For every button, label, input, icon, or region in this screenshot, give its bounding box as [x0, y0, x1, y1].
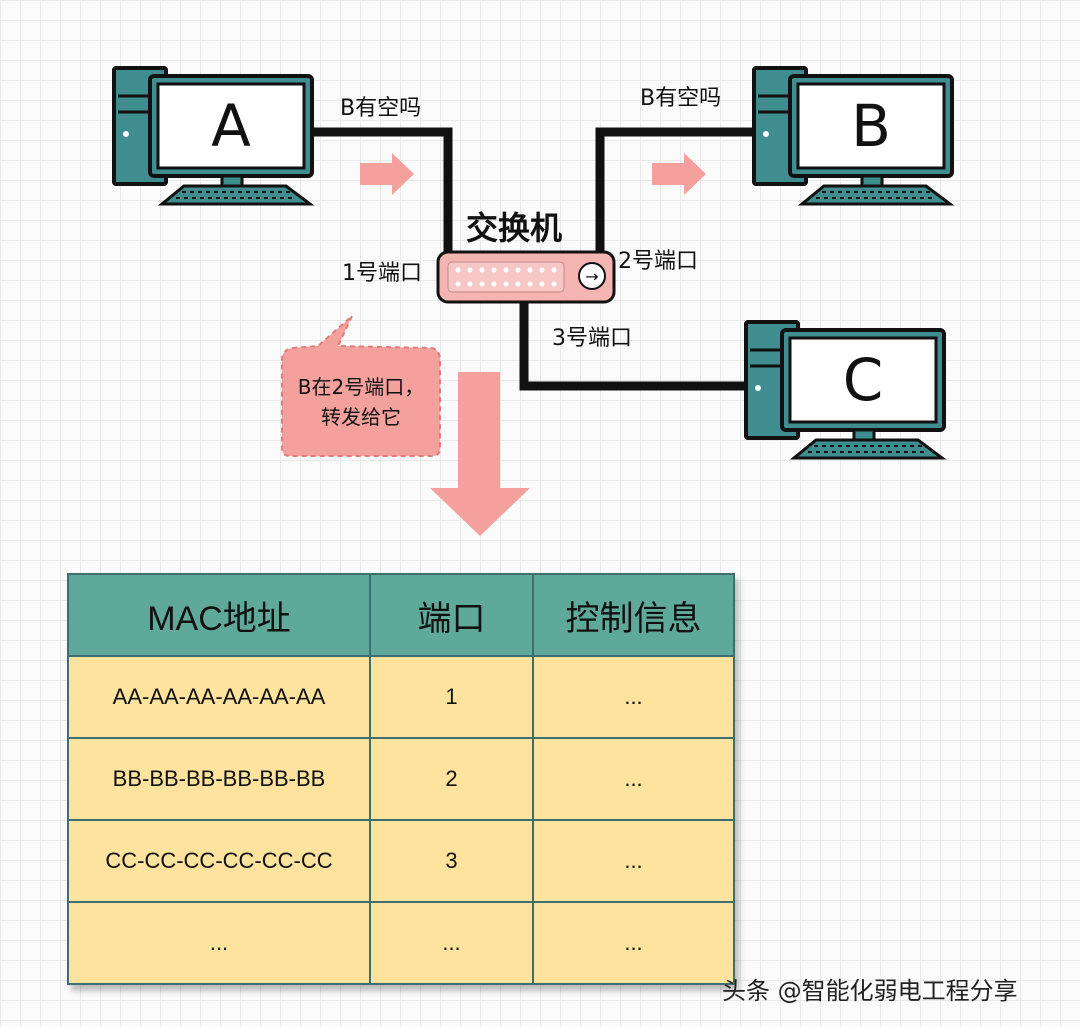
- bubble-text: B在2号端口， 转发给它: [282, 372, 440, 432]
- message-right: B有空吗: [640, 86, 722, 111]
- cell-port: 2: [369, 737, 534, 821]
- table-row: BB-BB-BB-BB-BB-BB 2 ...: [67, 737, 735, 821]
- cell-control: ...: [532, 655, 735, 739]
- bubble-line-1: B在2号端口，: [297, 375, 425, 399]
- cell-port: ...: [369, 901, 534, 985]
- cell-control: ...: [532, 819, 735, 903]
- computer-a-label: A: [211, 92, 251, 160]
- header-control-info: 控制信息: [532, 573, 735, 657]
- big-down-arrow-icon: [430, 372, 530, 536]
- port-1-label: 1号端口: [342, 261, 422, 286]
- bubble-line-2: 转发给它: [321, 405, 401, 429]
- cable-switch-c: [519, 300, 752, 391]
- cell-mac: ...: [67, 901, 371, 985]
- cable-a-switch: [308, 127, 453, 262]
- cell-control: ...: [532, 737, 735, 821]
- computer-c-label: C: [842, 346, 884, 414]
- table-row: ... ... ...: [67, 901, 735, 985]
- cell-mac: CC-CC-CC-CC-CC-CC: [67, 819, 371, 903]
- switch-device: →: [436, 250, 616, 304]
- cable-switch-b: [595, 127, 758, 262]
- port-3-label: 3号端口: [552, 326, 632, 351]
- cell-mac: BB-BB-BB-BB-BB-BB: [67, 737, 371, 821]
- computer-b-label: B: [851, 92, 891, 160]
- port-2-label: 2号端口: [618, 249, 698, 274]
- cell-port: 1: [369, 655, 534, 739]
- cell-port: 3: [369, 819, 534, 903]
- footer-watermark: 头条 @智能化弱电工程分享: [722, 977, 1018, 1005]
- arrow-right-icon: [652, 153, 706, 195]
- svg-text:→: →: [585, 267, 598, 286]
- switch-label: 交换机: [466, 209, 563, 247]
- mac-address-table: MAC地址 端口 控制信息 AA-AA-AA-AA-AA-AA 1 ... BB…: [67, 573, 735, 985]
- speech-bubble: [281, 315, 441, 457]
- arrow-right-icon: [360, 153, 414, 195]
- cell-mac: AA-AA-AA-AA-AA-AA: [67, 655, 371, 739]
- header-mac-address: MAC地址: [67, 573, 371, 657]
- message-left: B有空吗: [340, 96, 422, 121]
- table-header-row: MAC地址 端口 控制信息: [67, 573, 735, 657]
- table-row: AA-AA-AA-AA-AA-AA 1 ...: [67, 655, 735, 739]
- header-port: 端口: [369, 573, 534, 657]
- table-row: CC-CC-CC-CC-CC-CC 3 ...: [67, 819, 735, 903]
- cell-control: ...: [532, 901, 735, 985]
